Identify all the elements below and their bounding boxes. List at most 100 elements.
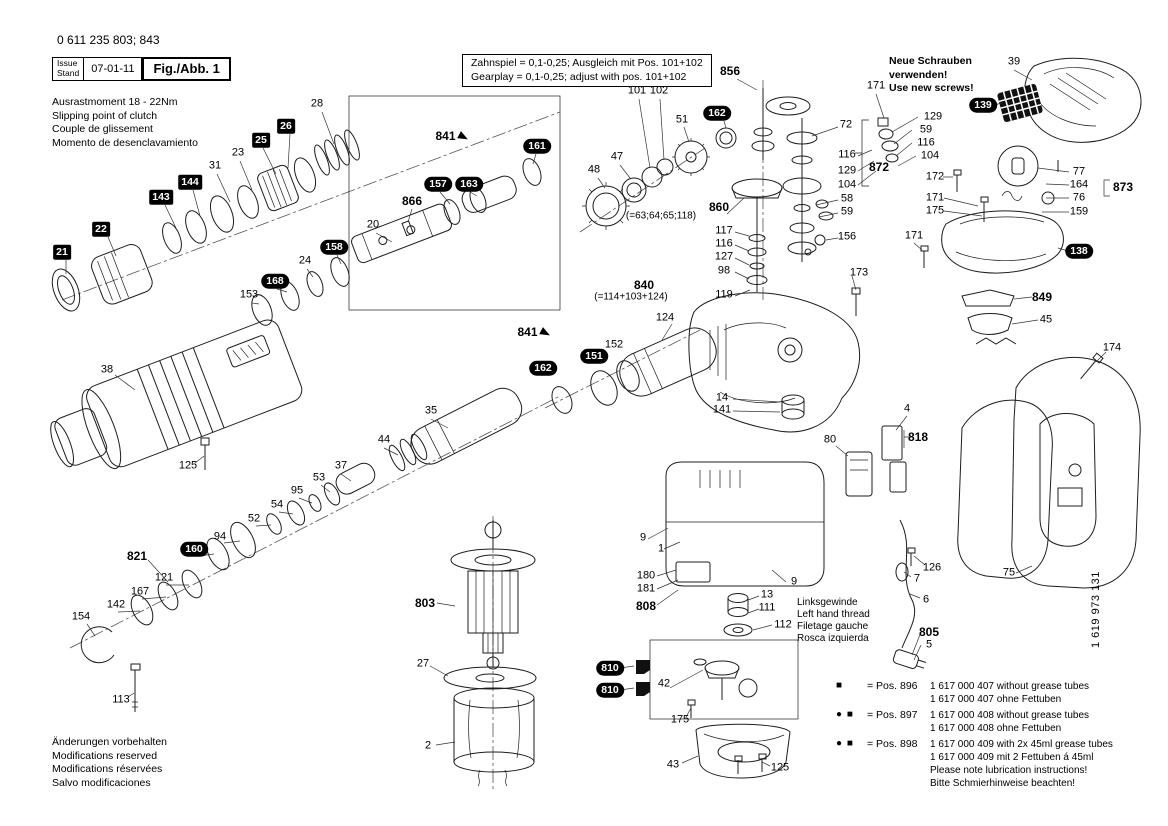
part-label-127: 127 [714, 250, 734, 263]
part-label-162: 162 [529, 360, 557, 376]
legend-pos-number: = Pos. 898 [867, 738, 918, 750]
part-label-156: 156 [837, 230, 857, 243]
screws-note-line: Neue Schrauben [889, 55, 972, 67]
part-label-24: 24 [298, 254, 312, 267]
legend-line: Bitte Schmierhinweise beachten! [930, 778, 1076, 789]
part-label-159: 159 [1069, 205, 1089, 218]
left-hand-thread-line: Left hand thread [797, 609, 870, 620]
left-hand-thread-line: Rosca izquierda [797, 633, 869, 644]
leader-lines [65, 69, 1110, 767]
part-label-810: 810 [596, 682, 624, 698]
document-number-vertical: 1 619 973 131 [1090, 571, 1102, 648]
part-label-821: 821 [126, 549, 148, 563]
part-label-168: 168 [261, 273, 289, 289]
part-label-160: 160 [180, 541, 208, 557]
sketch-spindle-20 [251, 158, 542, 326]
part-label-7: 7 [913, 572, 921, 585]
left-hand-thread-line: Filetage gauche [797, 621, 869, 632]
part-label-856: 856 [719, 64, 741, 78]
part-label-80: 80 [823, 433, 837, 446]
part-label-20: 20 [366, 218, 380, 231]
part-label-54: 54 [270, 498, 284, 511]
part-label-77: 77 [1072, 165, 1086, 178]
clutch-note-line: Slipping point of clutch [52, 109, 158, 122]
legend-line: 1 617 000 407 ohne Fettuben [930, 694, 1062, 705]
sketch-cable-6 [892, 519, 927, 669]
modifications-line: Salvo modificaciones [52, 776, 151, 789]
part-label-163: 163 [455, 176, 483, 192]
sketch-cover-138 [920, 191, 1064, 274]
part-label-171: 171 [925, 191, 945, 204]
part-label-840: 840 [633, 278, 655, 292]
clutch-note-line: Couple de glissement [52, 123, 153, 136]
part-label-849: 849 [1031, 290, 1053, 304]
part-label-2: 2 [424, 739, 432, 752]
part-label-143: 143 [149, 189, 173, 205]
part-label-126: 126 [922, 561, 942, 574]
gearplay-note: Zahnspiel = 0,1-0,25; Ausgleich mit Pos.… [462, 54, 712, 88]
arrow-icon [539, 326, 552, 339]
part-label-52: 52 [247, 512, 261, 525]
part-label-152: 152 [604, 338, 624, 351]
part-label-175: 175 [925, 204, 945, 217]
part-label-841: 841 [517, 326, 552, 339]
sketch-front-barrel-38 [50, 319, 303, 470]
part-label-72: 72 [839, 118, 853, 131]
part-label-117: 117 [715, 224, 733, 237]
left-hand-thread-note: Linksgewinde Left hand thread Filetage g… [797, 597, 870, 645]
part-label-167: 167 [130, 585, 150, 598]
sketch-center-gears [582, 138, 710, 230]
modifications-note: Änderungen vorbehalten Modifications res… [52, 736, 167, 791]
part-label-142: 142 [106, 598, 126, 611]
part-label-51: 51 [675, 113, 689, 126]
sketch-hammer-axis-35 [80, 387, 523, 664]
new-screws-note: Neue Schrauben verwenden! Use new screws… [889, 55, 974, 96]
part-label-48: 48 [587, 163, 601, 176]
gearplay-note-line: Gearplay = 0,1-0,25; adjust with pos. 10… [471, 70, 687, 83]
clutch-note-line: Momento de desenclavamiento [52, 136, 198, 149]
part-label-154: 154 [71, 610, 91, 623]
part-label-173: 173 [849, 266, 869, 279]
part-label-119: 119 [715, 288, 733, 301]
part-label-22: 22 [92, 221, 110, 237]
sketch-switch-80 [845, 425, 907, 497]
part-label-164: 164 [1069, 178, 1089, 191]
part-label-121: 121 [154, 571, 174, 584]
part-label-181: 181 [636, 582, 656, 595]
part-label-151: 151 [580, 348, 608, 364]
issue-date: 07-01-11 [91, 62, 135, 75]
modifications-line: Modifications reserved [52, 749, 158, 762]
part-label-21: 21 [53, 244, 71, 260]
part-label-866: 866 [401, 194, 423, 208]
modifications-line: Änderungen vorbehalten [52, 736, 168, 748]
part-label-157: 157 [424, 176, 452, 192]
arrow-icon [457, 130, 470, 143]
modifications-line: Modifications réservées [52, 763, 163, 776]
part-label-810: 810 [596, 660, 624, 676]
legend-symbols: ● ■ [836, 738, 854, 749]
screws-note-line: verwenden! [889, 68, 948, 81]
part-label-129: 129 [837, 164, 857, 177]
part-label-138: 138 [1065, 243, 1093, 259]
legend-pos-number: = Pos. 897 [867, 709, 918, 721]
legend-row: ● ■ = Pos. 898 1 617 000 409 with 2x 45ml … [836, 738, 1146, 790]
sketch-bowl-43 [695, 723, 791, 779]
part-label-141: 141 [712, 403, 732, 416]
part-label-116: 116 [917, 136, 935, 149]
part-label-37: 37 [334, 459, 348, 472]
part-label-53: 53 [312, 471, 326, 484]
legend-line: 1 617 000 408 ohne Fettuben [930, 723, 1062, 734]
part-label-59: 59 [919, 123, 933, 136]
group-boxes [348, 95, 799, 720]
part-label-162: 162 [703, 105, 731, 121]
part-label-58: 58 [840, 192, 854, 205]
sketch-intermediate-shaft-856 [715, 88, 811, 160]
sketch-motor-housing-1 [665, 461, 825, 587]
legend-line: 1 617 000 408 without grease tubes [930, 710, 1090, 721]
part-label-98: 98 [717, 264, 731, 277]
